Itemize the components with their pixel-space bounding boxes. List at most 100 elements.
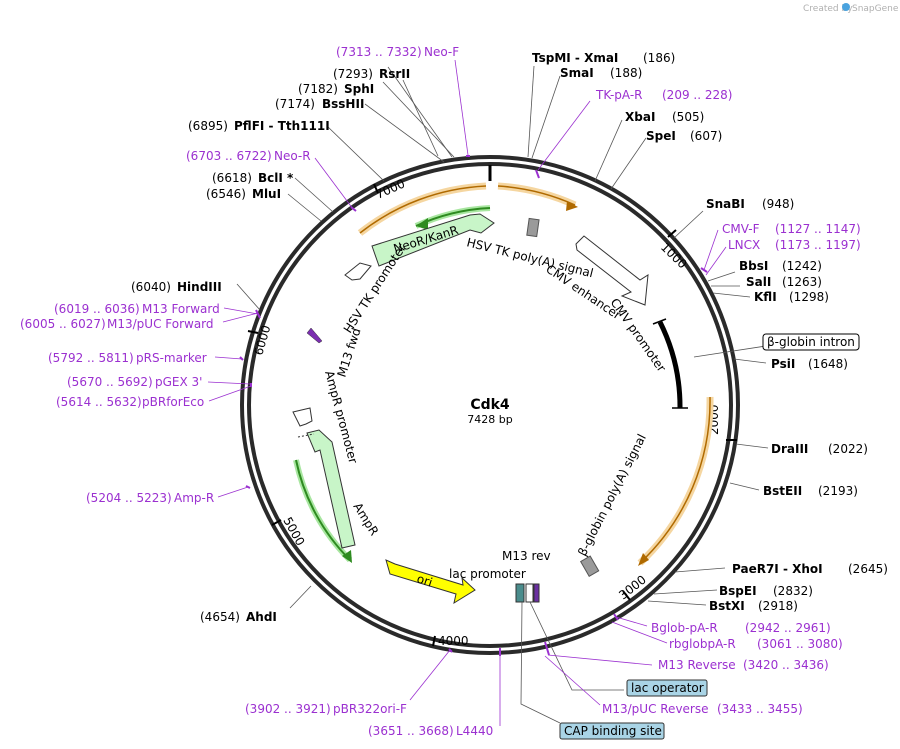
tick-mark [373, 183, 379, 194]
primer-name[interactable]: Neo-F [424, 45, 459, 59]
primer-name[interactable]: Neo-R [274, 149, 311, 163]
primer-name[interactable]: L4440 [456, 724, 493, 738]
site-position: (188) [610, 66, 642, 80]
bglobin-intron-label: β-globin intron [767, 335, 855, 349]
ampr-feature-arrow[interactable] [306, 429, 356, 549]
tick-label: 1000 [658, 240, 690, 271]
site-name[interactable]: BstEII [763, 484, 802, 498]
leader-line [208, 385, 252, 402]
site-name[interactable]: BssHII [322, 97, 364, 111]
lac-operator-box[interactable] [515, 583, 525, 603]
hsv-tk-promoter-arrow[interactable] [344, 262, 372, 281]
primer-name[interactable]: rbglobpA-R [669, 637, 736, 651]
primer-labels: (7313 .. 7332) Neo-F TK-pA-R (209 .. 228… [20, 45, 861, 738]
primer-range: (5614 .. 5632) [56, 395, 142, 409]
primer-range: (3902 .. 3921) [245, 702, 331, 716]
ori-feature-arrow[interactable] [385, 559, 476, 605]
snapgene-logo-icon [842, 3, 850, 11]
primer-name[interactable]: LNCX [728, 238, 760, 252]
cmv-enhancer-arrow[interactable] [575, 235, 649, 306]
leader-line [712, 292, 751, 298]
leader-line [314, 157, 354, 210]
primer-name[interactable]: Amp-R [174, 491, 214, 505]
backbone-outer-ring [240, 155, 740, 655]
tick-label: 4000 [438, 634, 469, 648]
site-position: (7182) [298, 82, 338, 96]
site-name[interactable]: TspMI - XmaI [532, 51, 618, 65]
leader-line [236, 283, 261, 311]
m13-fwd-marker[interactable] [306, 327, 323, 344]
primer-name[interactable]: Bglob-pA-R [651, 621, 718, 635]
primer-range: (5670 .. 5692) [67, 375, 153, 389]
site-name[interactable]: SphI [344, 82, 374, 96]
primer-name[interactable]: M13/pUC Forward [107, 317, 214, 331]
tick-mark [247, 330, 259, 334]
site-name[interactable]: SmaI [560, 66, 594, 80]
tick-mark [271, 519, 282, 526]
primer-range: (209 .. 228) [662, 88, 732, 102]
primer-name[interactable]: pBRforEco [142, 395, 204, 409]
cap-binding-site-tag[interactable] [559, 722, 665, 740]
ori-label: ori [415, 572, 434, 590]
lac-operator-tag[interactable] [626, 679, 708, 697]
primer-name[interactable]: TK-pA-R [595, 88, 643, 102]
primer-name[interactable]: M13 Reverse [658, 658, 736, 672]
site-name[interactable]: PsiI [771, 357, 795, 371]
primer-name[interactable]: M13 Forward [142, 302, 220, 316]
primer-range: (5792 .. 5811) [48, 351, 134, 365]
site-name[interactable]: KflI [754, 290, 777, 304]
site-name[interactable]: SpeI [646, 129, 676, 143]
neor-feature-arrow[interactable] [371, 213, 495, 267]
m13-rev-box[interactable] [533, 583, 540, 603]
features [292, 213, 649, 605]
primer-tick [448, 648, 453, 653]
primer-name[interactable]: pRS-marker [136, 351, 207, 365]
site-name[interactable]: PaeR7I - XhoI [732, 562, 823, 576]
leader-line [693, 345, 767, 358]
credit-prefix: Created by [803, 4, 853, 14]
bglobin-intron-box[interactable] [762, 333, 860, 351]
site-name[interactable]: BclI * [258, 171, 294, 185]
leader-line [537, 100, 591, 171]
leader-line [653, 589, 718, 595]
site-name[interactable]: PflFI - Tth111I [234, 119, 330, 133]
primer-name[interactable]: pBR322ori-F [333, 702, 407, 716]
site-position: (2832) [773, 584, 813, 598]
primer-name[interactable]: CMV-F [722, 222, 760, 236]
lac-promoter-box[interactable] [525, 583, 534, 603]
site-position: (1263) [782, 275, 822, 289]
site-name[interactable]: RsrII [379, 67, 410, 81]
site-name[interactable]: SalI [746, 275, 771, 289]
site-name[interactable]: DraIII [771, 442, 808, 456]
leader-line [520, 601, 561, 724]
primer-leader-lines [207, 59, 727, 726]
primer-tick [544, 641, 550, 656]
primer-name[interactable]: M13/pUC Reverse [602, 702, 709, 716]
hsv-tk-polya-box[interactable] [526, 217, 540, 238]
ampr-promoter-arrow[interactable] [292, 407, 313, 427]
leader-line [615, 616, 648, 627]
site-position: (7293) [333, 67, 373, 81]
site-name[interactable]: XbaI [625, 110, 655, 124]
site-name[interactable]: SnaBI [706, 197, 745, 211]
site-name[interactable]: HindIII [177, 280, 222, 294]
site-name[interactable]: MluI [252, 187, 281, 201]
site-name[interactable]: BstXI [709, 599, 745, 613]
bglobin-arc-arrowhead [638, 553, 649, 566]
primer-name[interactable]: pGEX 3' [155, 375, 202, 389]
plasmid-size: 7428 bp [467, 413, 512, 426]
primer-range: (1127 .. 1147) [775, 222, 861, 236]
site-name[interactable]: BspEI [719, 584, 757, 598]
site-name[interactable]: BbsI [739, 259, 768, 273]
leader-line [703, 229, 719, 271]
tick-mark [432, 635, 436, 647]
leader-line [387, 66, 453, 158]
primer-range: (5204 .. 5223) [86, 491, 172, 505]
tick-mark [622, 590, 631, 601]
primer-range: (1173 .. 1197) [775, 238, 861, 252]
leader-line [327, 126, 385, 182]
bglobin-polya-box[interactable] [579, 555, 600, 577]
site-name[interactable]: AhdI [246, 610, 277, 624]
lac-operator-label: lac operator [631, 681, 704, 695]
leader-line [674, 567, 726, 573]
